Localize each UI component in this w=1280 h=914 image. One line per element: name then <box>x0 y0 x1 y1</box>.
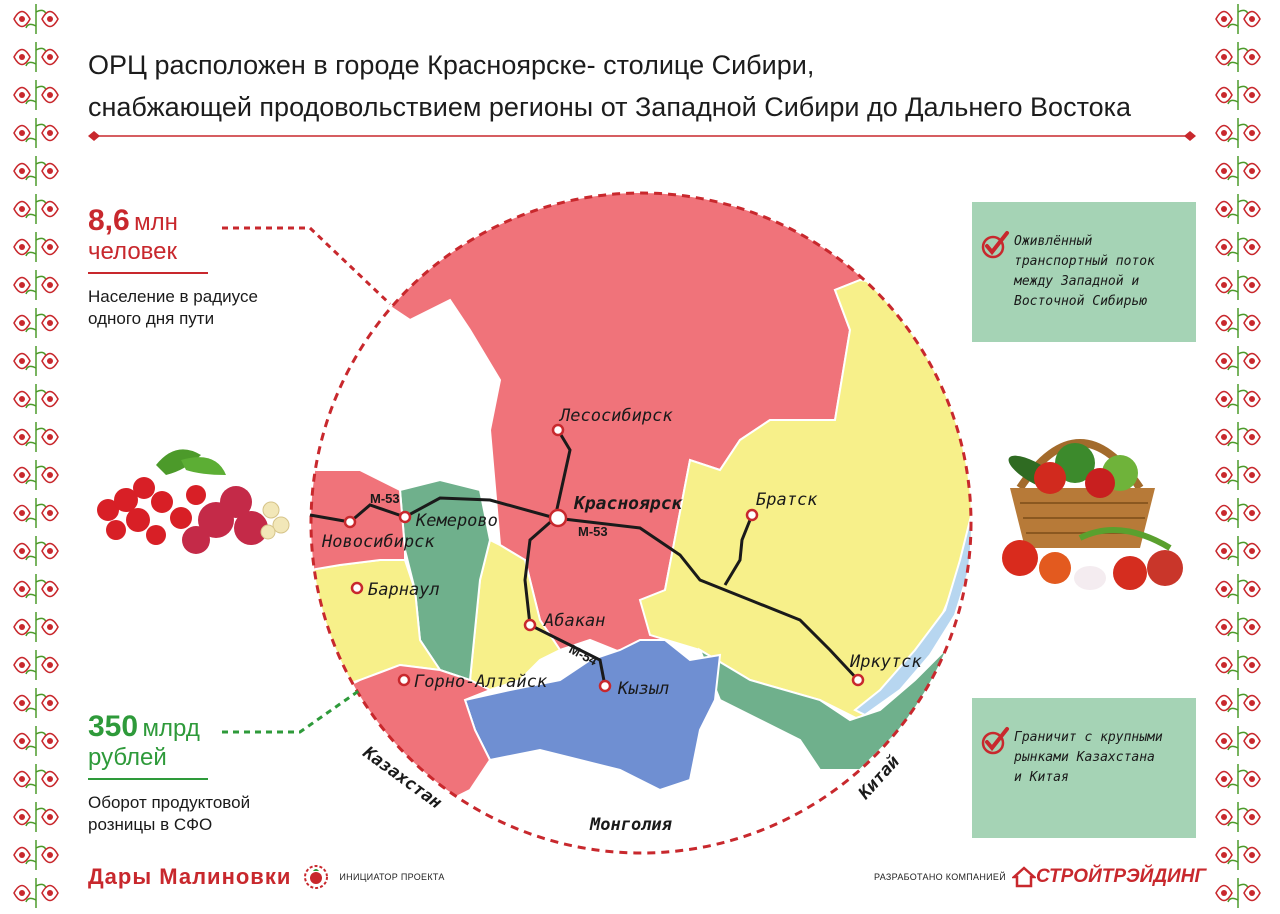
transport-text-line-1: Оживлённый <box>1014 234 1093 249</box>
brand-name: Дары Малиновки <box>88 864 292 889</box>
population-stat: 8,6 млн человек Население в радиусе одно… <box>88 204 258 330</box>
road-label-m53-east: М-53 <box>578 524 608 539</box>
novosibirsk-marker <box>343 515 357 529</box>
tuva-region <box>463 639 722 792</box>
city-markers <box>343 423 865 693</box>
population-connector <box>222 226 392 306</box>
turnover-unit: млрд <box>142 715 200 742</box>
gorno-altaysk-marker <box>397 673 411 687</box>
turnover-description-line-1: Оборот продуктовой <box>88 793 251 812</box>
barnaul-label: Барнаул <box>368 580 440 600</box>
ornament-pattern <box>1215 4 1261 908</box>
kemerovo-label: Кемерово <box>415 511 498 531</box>
checkmark-icon <box>981 231 1009 259</box>
population-description-line-2: одного дня пути <box>88 309 215 328</box>
turnover-description: Оборот продуктовой розницы в СФО <box>88 792 250 836</box>
population-unit-line2: человек <box>88 238 178 265</box>
population-description: Население в радиусе одного дня пути <box>88 286 258 330</box>
abakan-marker <box>523 618 537 632</box>
right-ornament-border <box>1210 0 1266 914</box>
lesosibirsk-label: Лесосибирск <box>558 406 673 426</box>
mongolia-label: Монголия <box>589 815 673 835</box>
irkutsk-marker <box>851 673 865 687</box>
page-title: ОРЦ расположен в городе Красноярске- сто… <box>88 44 1188 128</box>
transport-text-line-4: Восточной Сибирью <box>1014 294 1148 309</box>
krasnoyarsk-label: Красноярск <box>573 493 684 514</box>
road-label-m53-west: М-53 <box>370 491 400 506</box>
title-line-2: снабжающей продовольствием регионы от За… <box>88 92 1132 122</box>
novosibirsk-label: Новосибирск <box>321 532 435 552</box>
turnover-description-line-2: розницы в СФО <box>88 815 213 834</box>
initiator-label: ИНИЦИАТОР ПРОЕКТА <box>339 872 445 882</box>
radius-circle <box>309 191 973 855</box>
population-unit: млн <box>134 209 178 236</box>
border-text-line-2: рынками Казахстана <box>1014 750 1155 765</box>
house-logo-icon <box>1012 866 1037 888</box>
title-divider <box>88 131 1196 141</box>
transport-text-line-2: транспортный поток <box>1014 254 1155 269</box>
population-underline <box>88 272 208 274</box>
turnover-connector <box>222 688 361 734</box>
bratsk-label: Братск <box>756 490 818 510</box>
buryatia-region <box>697 559 971 771</box>
ornament-pattern <box>13 4 59 908</box>
turnover-stat: 350 млрд рублей Оборот продуктовой розни… <box>88 710 250 836</box>
barnaul-marker <box>350 581 364 595</box>
population-description-line-1: Население в радиусе <box>88 287 258 306</box>
border-text-line-1: Граничит с крупными <box>1014 730 1163 745</box>
developer-name: СТРОЙТРЭЙДИНГ <box>1036 866 1207 887</box>
transport-text-line-3: между Западной и <box>1014 274 1140 289</box>
turnover-underline <box>88 778 208 780</box>
lesosibirsk-marker <box>551 423 565 437</box>
berries-image <box>97 449 290 554</box>
kyzyl-marker <box>598 679 612 693</box>
kemerovo-marker <box>398 510 412 524</box>
bratsk-marker <box>745 508 759 522</box>
irkutsk-label: Иркутск <box>849 652 922 672</box>
abakan-label: Абакан <box>543 611 605 631</box>
left-ornament-border <box>8 0 64 914</box>
kyzyl-label: Кызыл <box>617 679 669 699</box>
krasnoyarsk-marker <box>548 508 568 528</box>
gorno-altaysk-label: Горно-Алтайск <box>414 672 548 692</box>
turnover-unit-line2: рублей <box>88 744 167 771</box>
transport-info-box: Оживлённый транспортный поток между Запа… <box>972 202 1196 342</box>
footer-developer: РАЗРАБОТАНО КОМПАНИЕЙ СТРОЙТРЭЙДИНГ <box>874 866 1206 888</box>
title-line-1: ОРЦ расположен в городе Красноярске- сто… <box>88 50 815 80</box>
turnover-value: 350 <box>88 710 139 743</box>
developed-by-label: РАЗРАБОТАНО КОМПАНИЕЙ <box>874 872 1007 882</box>
vegetable-basket-image <box>1002 439 1183 590</box>
footer-initiator: Дары Малиновки ИНИЦИАТОР ПРОЕКТА <box>88 864 445 890</box>
checkmark-icon <box>981 727 1009 755</box>
border-info-box: Граничит с крупными рынками Казахстана и… <box>972 698 1196 838</box>
raspberry-logo-icon <box>304 865 329 889</box>
population-value: 8,6 <box>88 204 130 237</box>
border-text-line-3: и Китая <box>1014 770 1069 785</box>
